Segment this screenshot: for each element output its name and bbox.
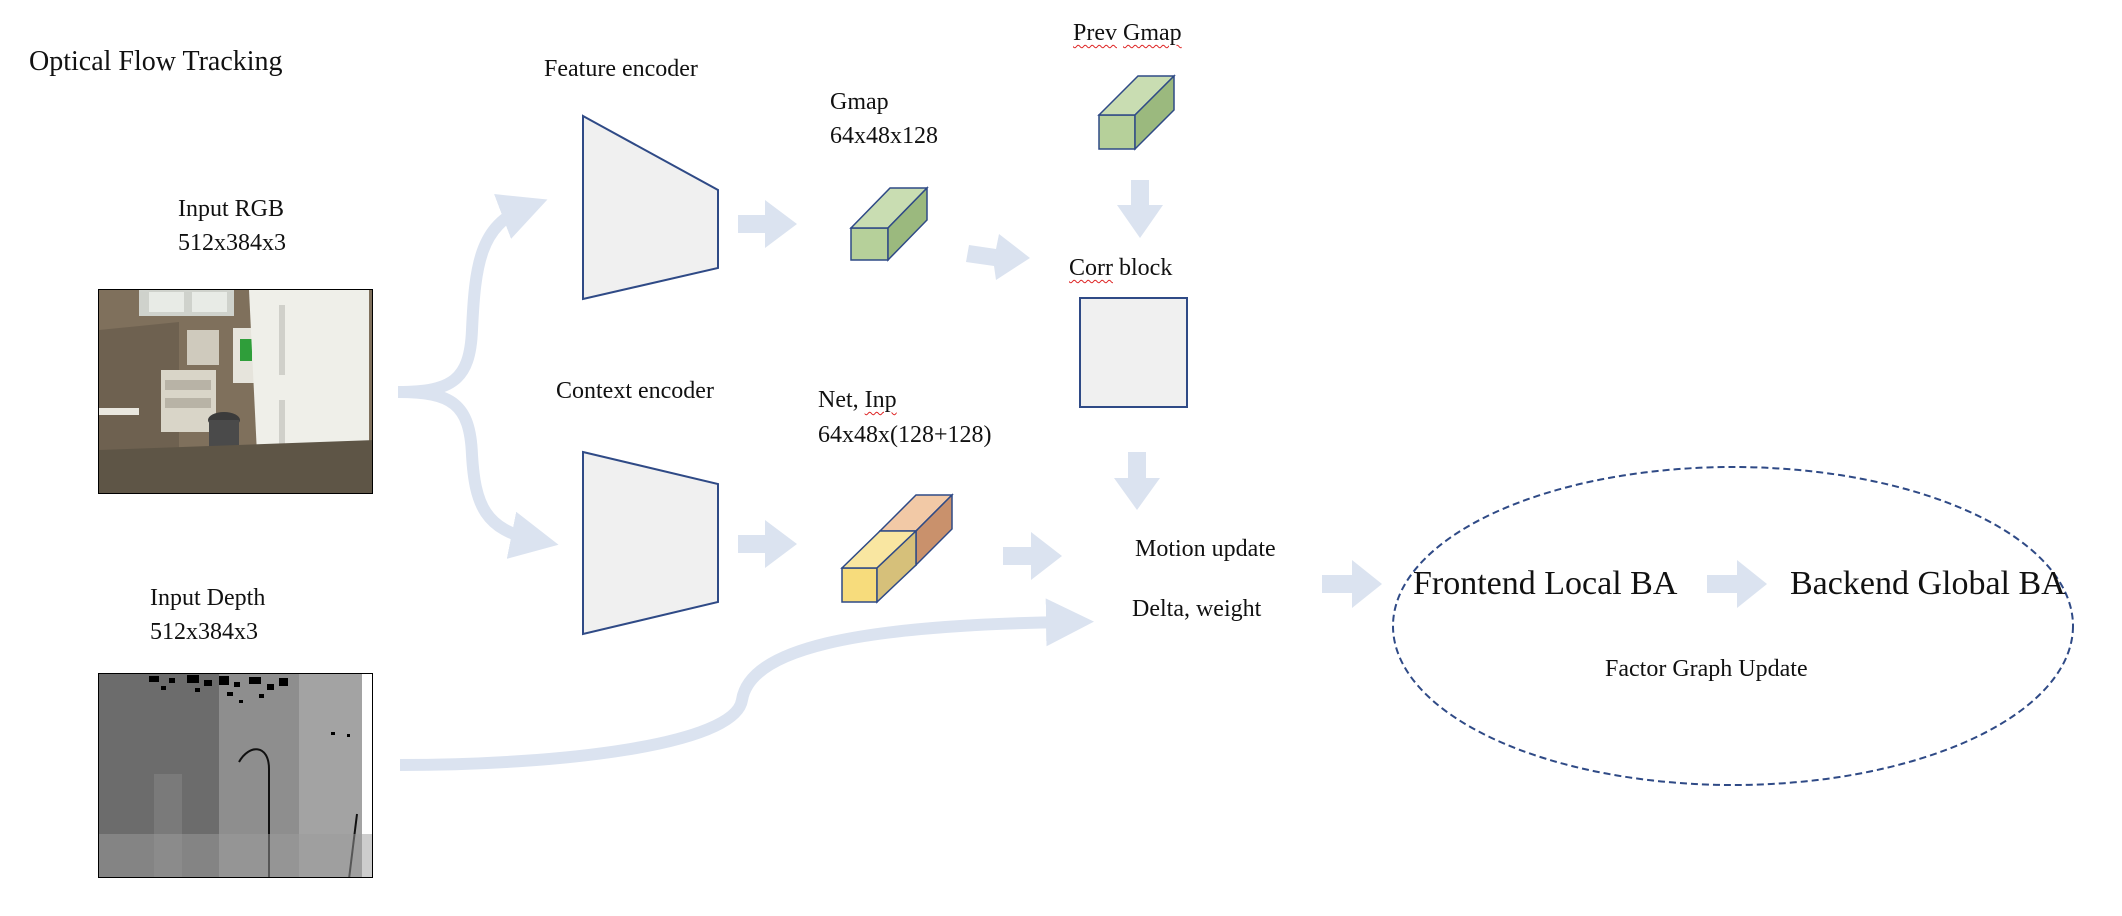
gmap-cube xyxy=(849,186,929,262)
arrow-corr-to-motion xyxy=(1114,452,1160,510)
arrow-netinp-to-motion xyxy=(1003,532,1062,580)
arrow-prevgmap-to-corr xyxy=(1117,180,1163,238)
split-arrow-lower xyxy=(397,386,559,559)
input-depth-size: 512x384x3 xyxy=(150,619,258,645)
feature-encoder-shape xyxy=(582,114,719,301)
corr-block-label-part2: block xyxy=(1113,255,1173,281)
diagram-title: Optical Flow Tracking xyxy=(29,46,283,77)
arrow-motion-to-frontend xyxy=(1322,560,1382,608)
net-inp-cube xyxy=(840,493,954,604)
prev-gmap-cube xyxy=(1097,74,1176,151)
motion-update-output: Delta, weight xyxy=(1132,596,1262,622)
input-depth-image xyxy=(98,673,373,878)
factor-graph-caption: Factor Graph Update xyxy=(1605,656,1808,682)
arrow-frontend-to-backend xyxy=(1707,560,1767,608)
motion-update-label: Motion update xyxy=(1135,536,1276,562)
net-inp-label-part1: Net, xyxy=(818,387,865,413)
gmap-label: Gmap xyxy=(830,89,889,115)
context-encoder-label: Context encoder xyxy=(556,378,714,404)
arrow-feature-to-gmap xyxy=(738,200,797,248)
corr-block-label: Corr block xyxy=(1069,253,1172,283)
context-encoder-shape xyxy=(582,450,719,636)
prev-gmap-label-part2: Gmap xyxy=(1123,20,1182,46)
corr-block-shape xyxy=(1079,297,1188,408)
prev-gmap-label: Prev Gmap xyxy=(1073,18,1182,48)
frontend-local-ba-label: Frontend Local BA xyxy=(1413,565,1678,602)
backend-global-ba-label: Backend Global BA xyxy=(1790,565,2066,602)
net-inp-size: 64x48x(128+128) xyxy=(818,422,992,448)
arrow-context-to-netinp xyxy=(738,520,797,568)
factor-graph-ellipse xyxy=(1392,466,2074,786)
input-rgb-size: 512x384x3 xyxy=(178,230,286,256)
depth-to-motion-arrow xyxy=(399,598,1094,771)
input-rgb-label: Input RGB xyxy=(178,196,285,222)
gmap-size: 64x48x128 xyxy=(830,123,938,149)
net-inp-label-part2: Inp xyxy=(864,387,897,413)
arrow-gmap-to-corr xyxy=(966,234,1030,280)
input-depth-label: Input Depth xyxy=(150,585,266,611)
prev-gmap-label-part1: Prev xyxy=(1073,20,1117,46)
split-arrow-upper xyxy=(397,194,548,398)
input-rgb-image xyxy=(98,289,373,494)
feature-encoder-label: Feature encoder xyxy=(544,56,698,82)
corr-block-label-part1: Corr xyxy=(1069,255,1113,281)
net-inp-label: Net, Inp xyxy=(818,385,897,415)
